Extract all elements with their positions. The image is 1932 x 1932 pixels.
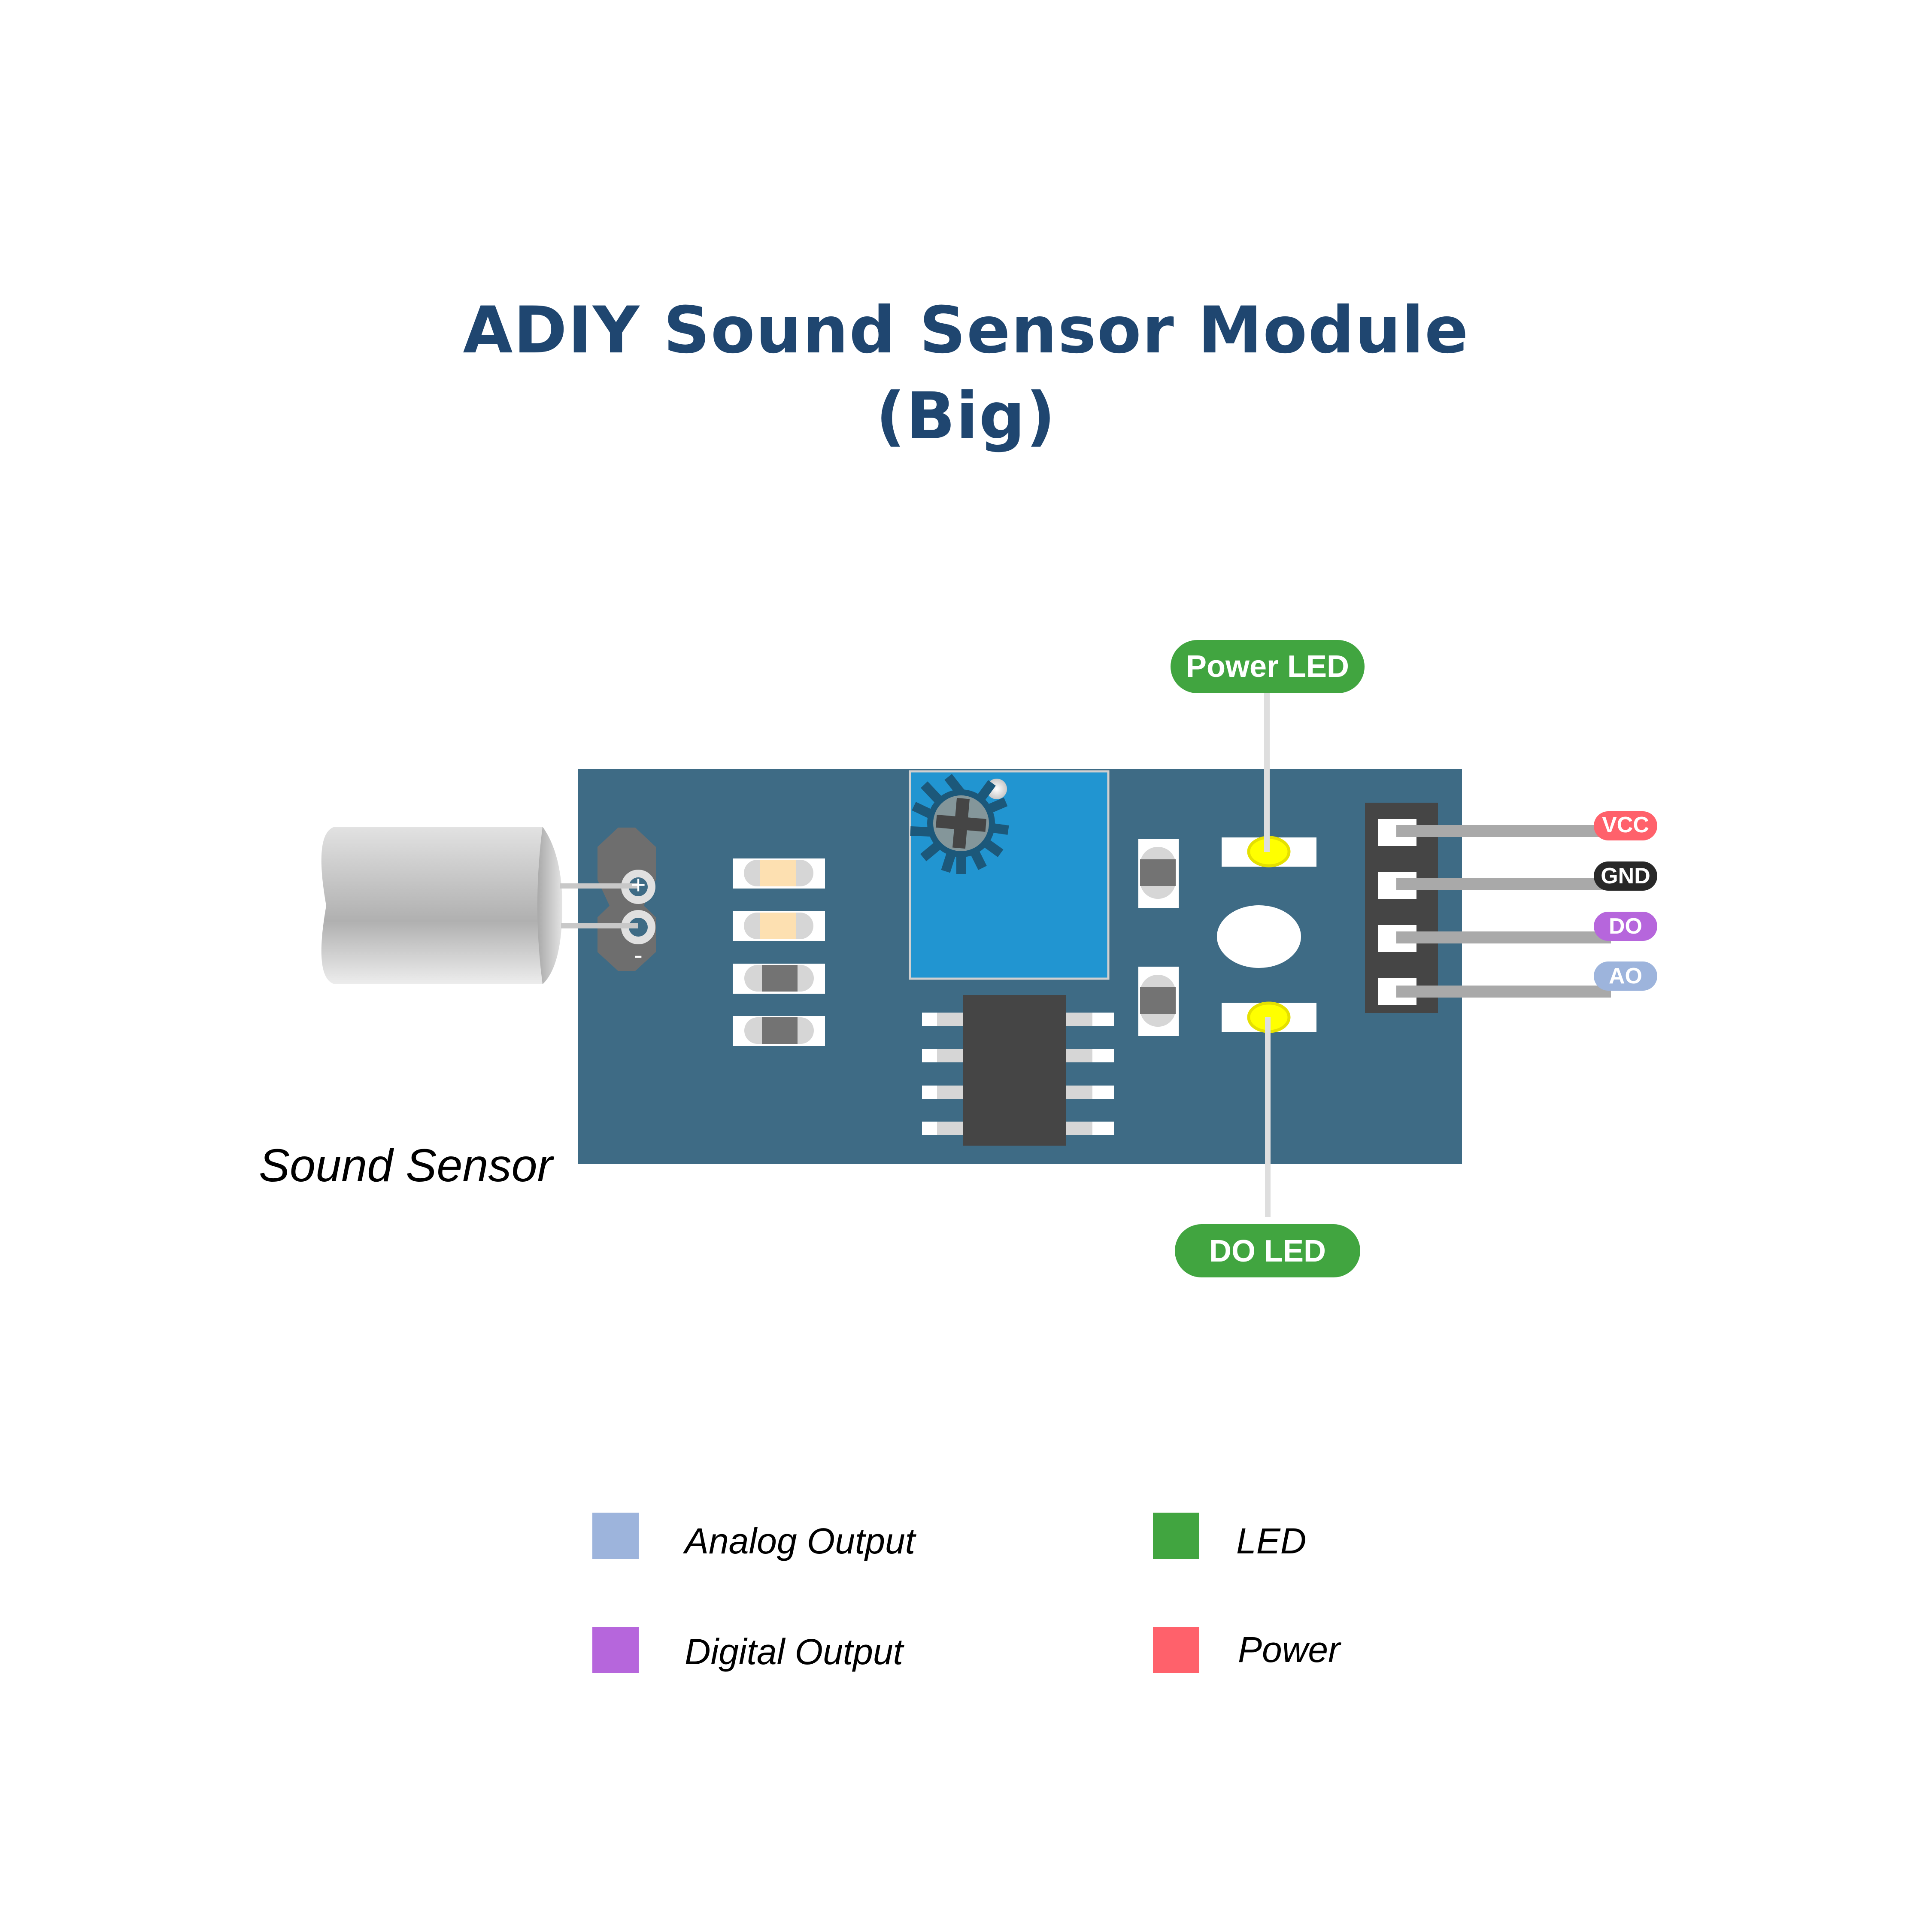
legend-label-power: Power [1238,1629,1341,1670]
pin-label-ao: AO [1609,964,1642,989]
led-resistors [1138,839,1179,1036]
pin-label-gnd: GND [1601,864,1650,889]
legend-label-digital-output: Digital Output [685,1632,903,1672]
pin-label-do: DO [1609,914,1642,939]
pin-ao: AO [1378,961,1657,1005]
pin-gnd: GND [1378,861,1657,899]
pin-header: VCC GND DO AO [1365,803,1657,1013]
resistor-3 [1138,839,1179,908]
ic-chip [922,995,1114,1146]
legend-swatch-led [1153,1513,1199,1559]
microphone-body [321,827,543,984]
mounting-hole [1217,905,1301,968]
title-line-1: ADIY Sound Sensor Module [463,293,1469,368]
pin-do: DO [1378,912,1657,952]
title-line-2: (Big) [876,379,1056,454]
capacitor-2 [733,911,825,941]
do-led-callout: DO LED [1175,1017,1360,1277]
chip-body [963,995,1066,1146]
resistor-1 [733,964,825,994]
do-led-leader-line [1265,1017,1271,1217]
legend-swatch-digital-output [592,1627,639,1673]
lead-plus-on-pcb [560,883,638,889]
chip-pins-right [1066,1013,1114,1135]
chip-pins-left [922,1013,966,1135]
resistor-2 [733,1016,825,1046]
power-led-callout: Power LED [1171,640,1365,852]
diagram-title: ADIY Sound Sensor Module (Big) [0,288,1932,459]
power-led-label: Power LED [1186,649,1349,684]
legend-swatch-power [1153,1627,1199,1673]
do-led-label: DO LED [1209,1234,1326,1268]
microphone-pads: + - [560,828,656,971]
polarity-minus-label: - [634,940,643,969]
microphone-body-side [326,827,368,984]
passive-components [733,858,825,1046]
do-led-label-pill [1175,1224,1360,1277]
resistor-4 [1138,967,1179,1036]
capacitor-1 [733,858,825,889]
legend-swatch-analog-output [592,1513,639,1559]
microphone-face [537,827,562,984]
potentiometer [909,770,1110,980]
pin-vcc: VCC [1378,811,1657,846]
potentiometer-knob [910,774,1009,874]
lead-minus-on-pcb [561,923,638,928]
power-led-label-pill [1171,640,1365,693]
legend-label-analog-output: Analog Output [685,1521,916,1561]
power-led-leader-line [1264,657,1270,852]
legend-label-led: LED [1236,1521,1307,1561]
pin-label-vcc: VCC [1602,813,1649,837]
polarity-plus-label: + [631,870,646,899]
microphone-label: Sound Sensor [259,1139,555,1191]
